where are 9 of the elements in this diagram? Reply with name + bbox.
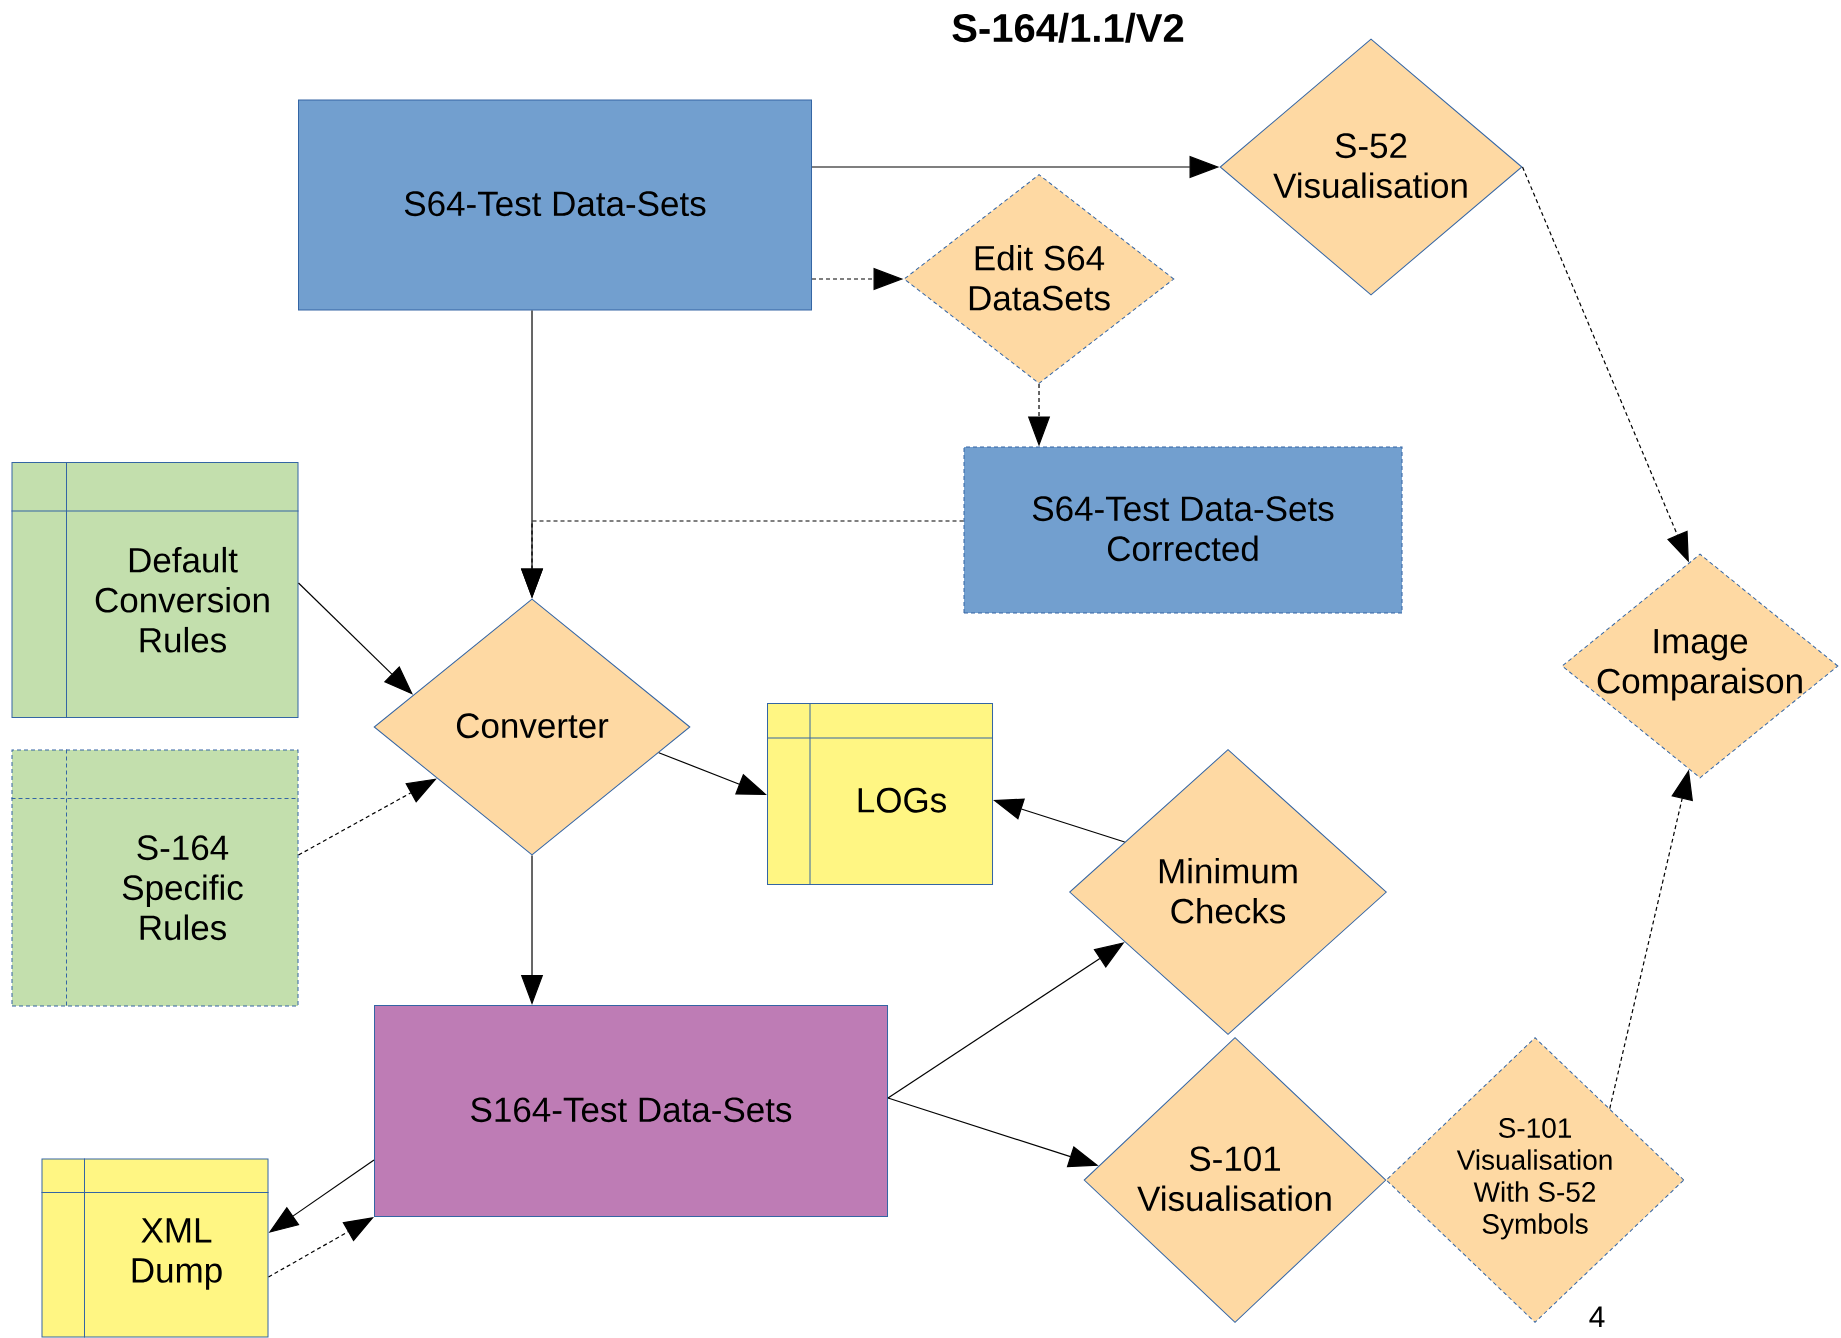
storage-box: S-164 Specific Rules [11,749,299,1007]
storage-box: XML Dump [41,1158,269,1338]
storage-box: Default Conversion Rules [11,461,299,719]
storage-box: LOGs [766,702,994,886]
title: S-164/1.1/V2 [952,12,1184,43]
arrow [267,1217,374,1278]
process-box: S164-Test Data-Sets [374,1005,888,1217]
process-box: S64-Test Data-Sets [298,99,812,311]
process-box: S64-Test Data-Sets Corrected [963,446,1403,614]
